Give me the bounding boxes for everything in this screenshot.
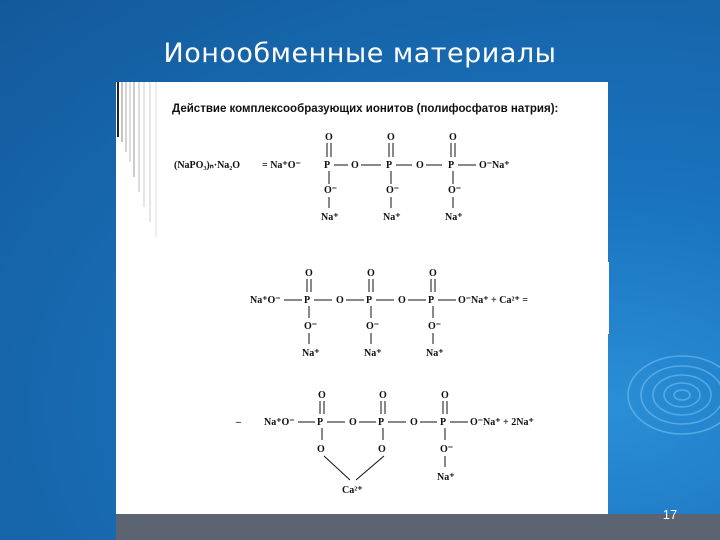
svg-text:= Na⁺O⁻: = Na⁺O⁻ [262, 160, 301, 171]
svg-text:O: O [349, 417, 357, 428]
svg-text:P: P [378, 417, 384, 428]
svg-text:Na⁺: Na⁺ [302, 348, 320, 359]
svg-text:Na⁺: Na⁺ [364, 348, 382, 359]
slide-title: Ионообменные материалы [163, 38, 557, 69]
svg-text:O: O [336, 295, 344, 306]
ripple-decoration [627, 355, 720, 435]
p-unit-3a: O P O [317, 390, 326, 455]
svg-text:O: O [429, 268, 437, 279]
formula-3: – Na⁺O⁻ O P O O O P O O [235, 390, 534, 496]
page-number: 17 [662, 507, 678, 522]
svg-text:O: O [387, 132, 395, 143]
p-unit-2a: O P O⁻ Na⁺ [302, 268, 320, 359]
svg-text:O⁻Na⁺ + 2Na⁺: O⁻Na⁺ + 2Na⁺ [470, 417, 534, 428]
svg-text:(NaPO₃)ₙ·Na₂O: (NaPO₃)ₙ·Na₂O [174, 160, 240, 171]
p-unit-1b: O P O⁻ Na⁺ [383, 132, 401, 223]
svg-text:P: P [386, 160, 392, 171]
svg-text:O: O [367, 268, 375, 279]
svg-text:O⁻Na⁺: O⁻Na⁺ [479, 160, 510, 171]
svg-text:–: – [235, 417, 242, 428]
svg-text:P: P [448, 160, 454, 171]
svg-text:Na⁺: Na⁺ [383, 212, 401, 223]
svg-text:O⁻: O⁻ [366, 321, 379, 332]
p-unit-2c: O P O⁻ Na⁺ [426, 268, 444, 359]
svg-text:O: O [351, 160, 359, 171]
svg-text:O⁻: O⁻ [448, 185, 461, 196]
svg-text:P: P [428, 295, 434, 306]
svg-text:Ca²⁺: Ca²⁺ [342, 485, 363, 496]
svg-text:O: O [398, 295, 406, 306]
p-unit-3c: O P O⁻ Na⁺ [437, 390, 455, 483]
formula-2: Na⁺O⁻ O P O⁻ Na⁺ O O P O⁻ Na⁺ [250, 268, 528, 359]
svg-text:O⁻: O⁻ [386, 185, 399, 196]
svg-text:O: O [318, 390, 326, 401]
svg-text:O: O [325, 132, 333, 143]
slide-content-panel: Действие комплексообразующих ионитов (по… [116, 82, 608, 514]
svg-text:O⁻: O⁻ [304, 321, 317, 332]
svg-text:O⁻: O⁻ [428, 321, 441, 332]
svg-text:O: O [378, 444, 386, 455]
svg-text:Na⁺O⁻: Na⁺O⁻ [250, 295, 281, 306]
chemical-structures: (NaPO₃)ₙ·Na₂O = Na⁺O⁻ O P O⁻ Na⁺ O O P O… [174, 132, 534, 496]
p-unit-3b: O P O [378, 390, 387, 455]
svg-text:Na⁺: Na⁺ [426, 348, 444, 359]
footer-bar [116, 514, 720, 540]
svg-text:P: P [366, 295, 372, 306]
svg-text:O: O [416, 160, 424, 171]
svg-text:P: P [304, 295, 310, 306]
svg-text:O⁻: O⁻ [324, 185, 337, 196]
svg-text:P: P [324, 160, 330, 171]
svg-text:O: O [441, 390, 449, 401]
decorative-lines [117, 82, 157, 237]
svg-text:O: O [379, 390, 387, 401]
p-unit-1c: O P O⁻ Na⁺ [445, 132, 463, 223]
svg-text:O⁻: O⁻ [440, 444, 453, 455]
formula-1: (NaPO₃)ₙ·Na₂O = Na⁺O⁻ O P O⁻ Na⁺ O O P O… [174, 132, 510, 223]
svg-text:Na⁺O⁻: Na⁺O⁻ [264, 417, 295, 428]
svg-text:O: O [317, 444, 325, 455]
svg-text:P: P [317, 417, 323, 428]
svg-text:O: O [305, 268, 313, 279]
svg-text:O: O [410, 417, 418, 428]
svg-text:P: P [440, 417, 446, 428]
p-unit-2b: O P O⁻ Na⁺ [364, 268, 382, 359]
side-accent-bar [605, 262, 609, 334]
reaction-heading: Действие комплексообразующих ионитов (по… [172, 103, 559, 115]
svg-text:O: O [449, 132, 457, 143]
svg-text:Na⁺: Na⁺ [437, 472, 455, 483]
svg-text:Na⁺: Na⁺ [445, 212, 463, 223]
svg-text:O⁻Na⁺ + Ca²⁺ =: O⁻Na⁺ + Ca²⁺ = [458, 295, 528, 306]
p-unit-1a: O P O⁻ Na⁺ [321, 132, 339, 223]
svg-text:Na⁺: Na⁺ [321, 212, 339, 223]
